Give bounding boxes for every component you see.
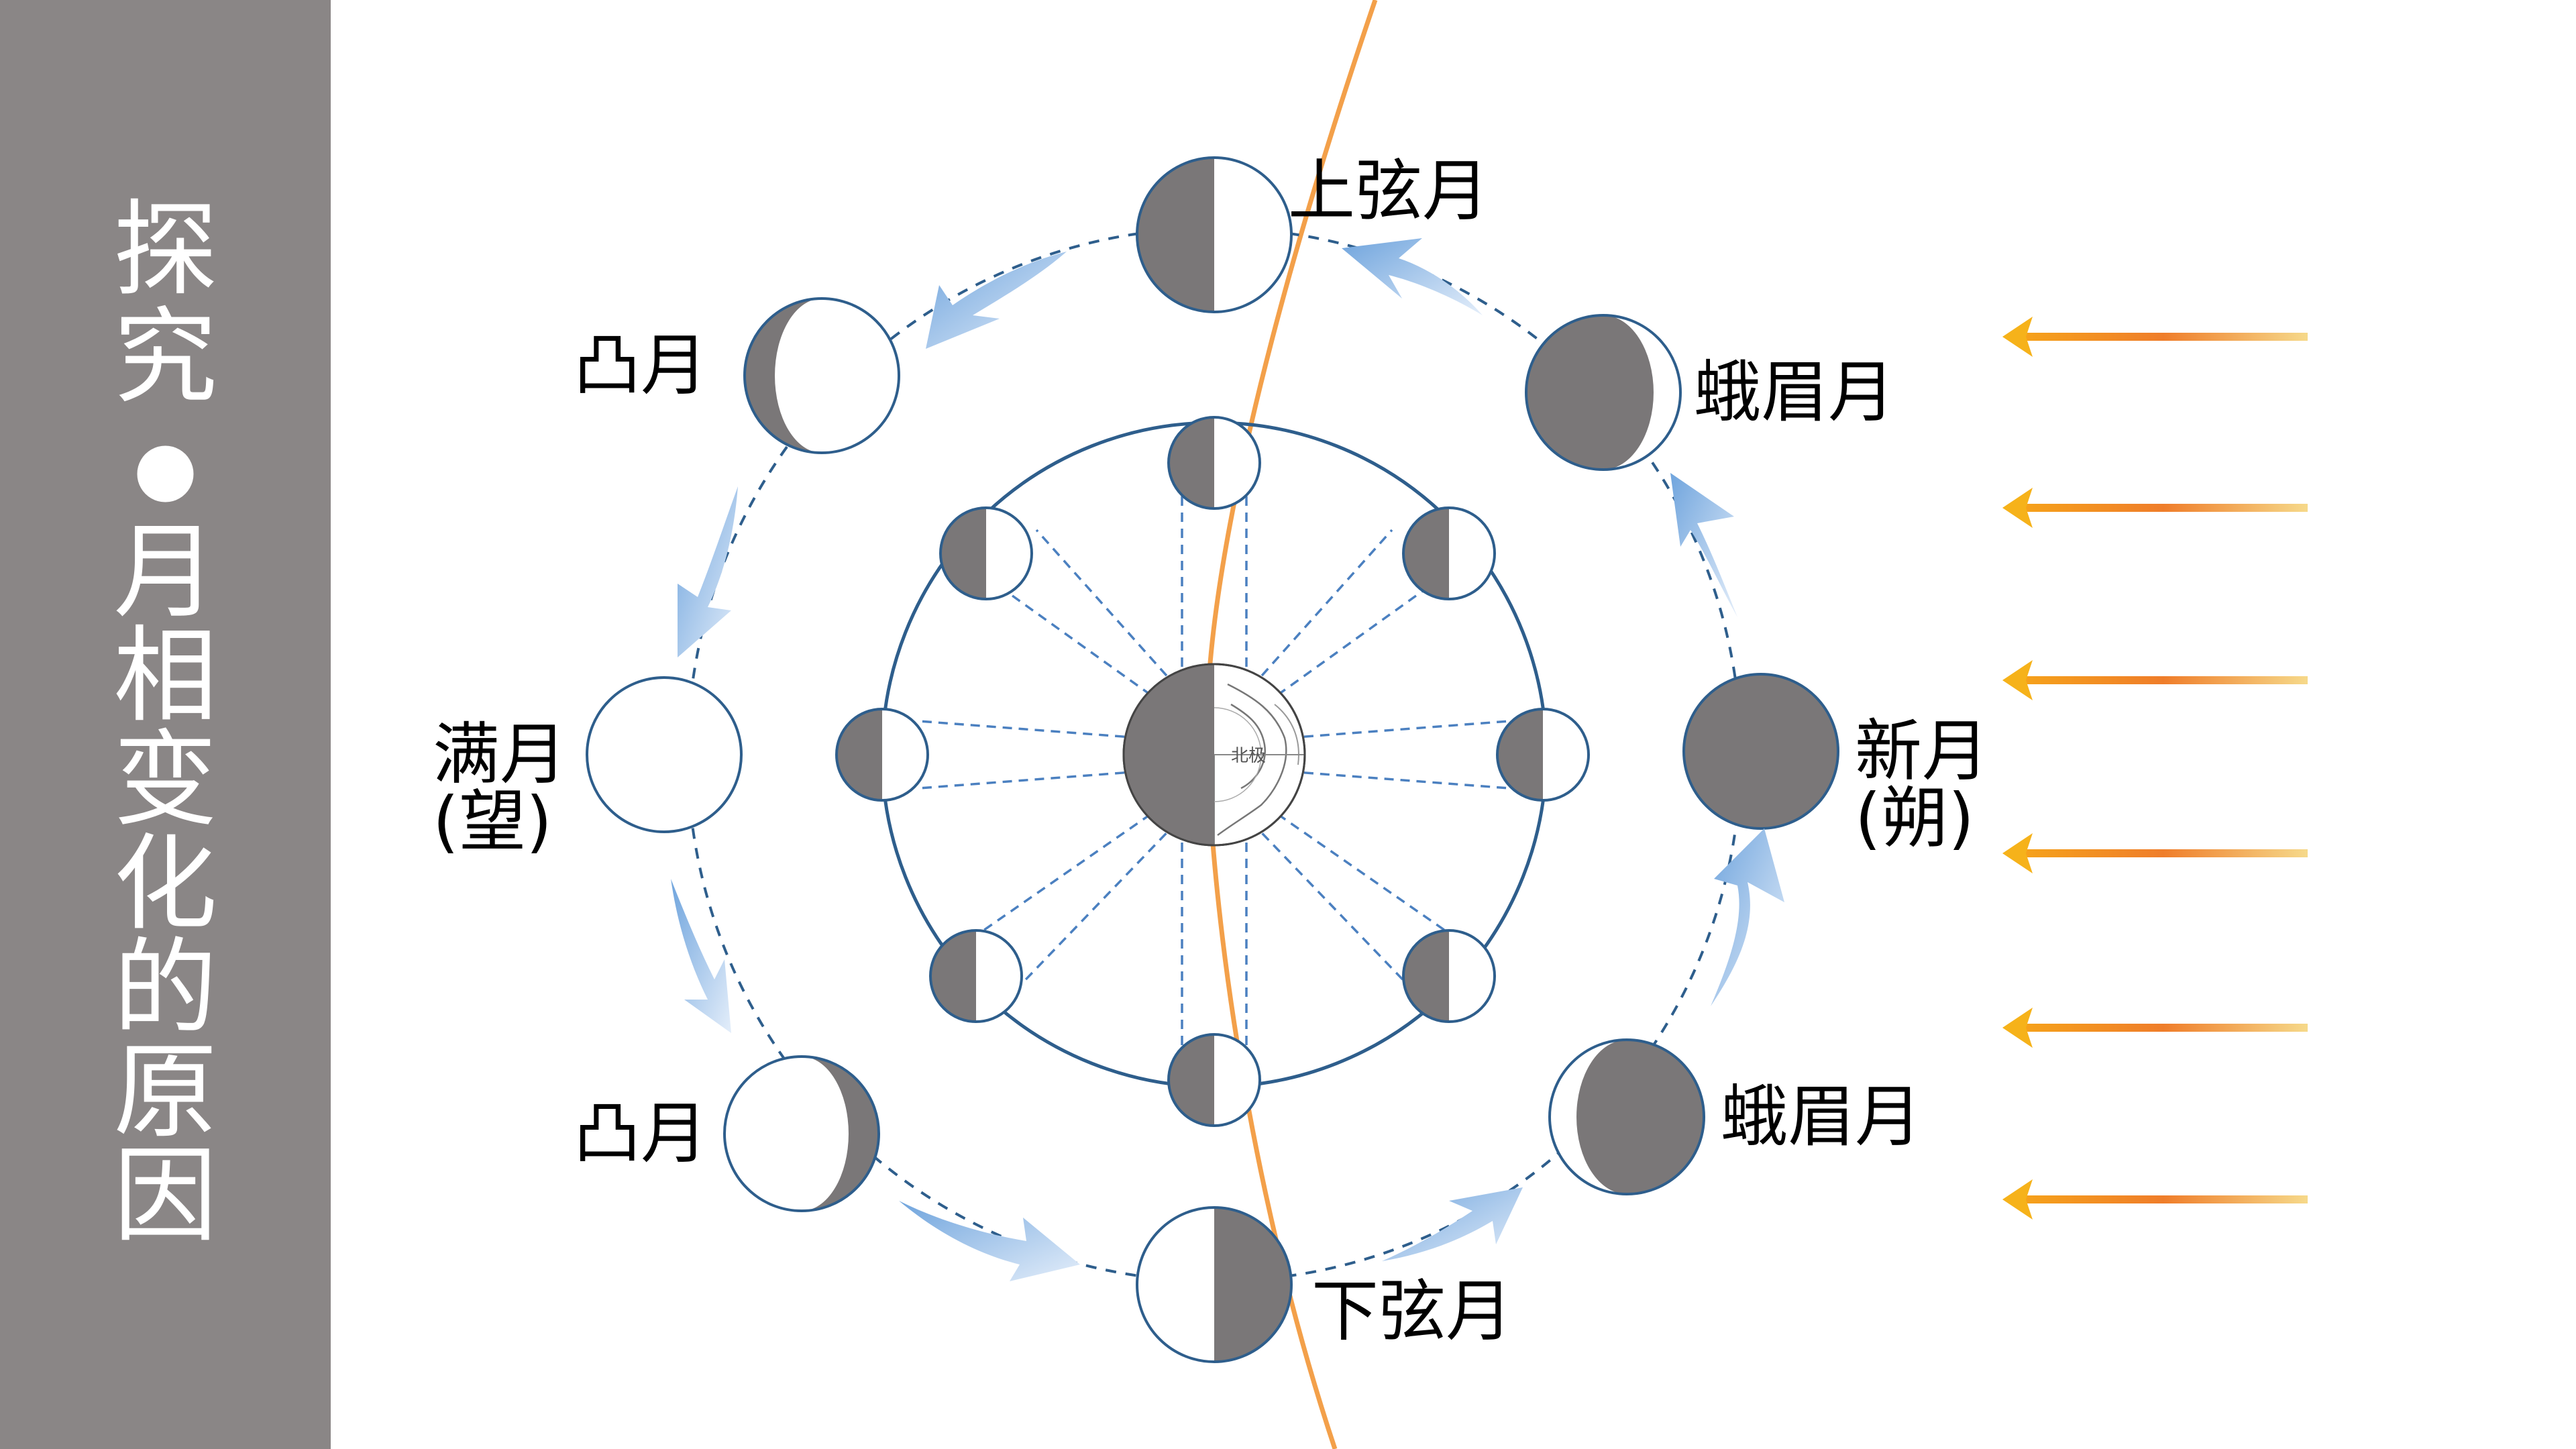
label-gibbous-upper: 凸月 [574, 326, 708, 405]
inner-moon [939, 506, 1033, 600]
inner-moons [835, 416, 1590, 1127]
label-full-moon-sub: (望) [433, 782, 553, 861]
label-waxing-crescent: 蛾眉月 [1694, 353, 1895, 431]
title-char: 因 [113, 1135, 217, 1256]
orbit-arrow [678, 486, 738, 657]
sunlight-arrow [2002, 1179, 2308, 1220]
title-char: 月 [113, 511, 217, 633]
sidebar: 探 究 ● 月 相 变 化 的 原 因 [0, 0, 331, 1449]
inner-moon [1402, 506, 1496, 600]
sunlight-arrow [2002, 488, 2308, 528]
title-char: 究 [113, 297, 217, 418]
inner-moon [1167, 416, 1261, 510]
orbit-arrow [926, 252, 1067, 349]
orbit-arrow [671, 879, 731, 1033]
sunlight-arrow [2002, 833, 2308, 873]
title-char: 探 [113, 189, 217, 311]
moon-crescent-upper [1525, 314, 1682, 471]
label-gibbous-lower: 凸月 [574, 1094, 708, 1173]
earth: 北极 [1122, 663, 1306, 847]
label-full-moon: 满月 (望) [433, 721, 567, 855]
orbit-arrow [1711, 828, 1784, 1006]
moon-full [586, 676, 743, 833]
earth-label: 北极 [1231, 746, 1266, 766]
label-new-moon-sub: (朔) [1855, 779, 1975, 857]
label-waning-crescent: 蛾眉月 [1721, 1077, 1922, 1156]
label-new-moon: 新月 (朔) [1855, 718, 1989, 852]
orbit-arrow [1382, 1187, 1523, 1261]
orbit-arrow [899, 1201, 1080, 1281]
orbit-direction-arrows [671, 238, 1784, 1281]
outer-moons [586, 156, 1839, 1363]
moon-new [1682, 673, 1839, 830]
sunlight-arrows [2002, 317, 2308, 1220]
sidebar-title: 探 究 ● 月 相 变 化 的 原 因 [0, 0, 331, 1449]
label-new-moon-main: 新月 [1855, 712, 1989, 790]
title-char: 原 [113, 1031, 217, 1152]
moon-crescent-lower [1548, 1038, 1705, 1195]
sunlight-arrow [2002, 660, 2308, 700]
title-bullet: ● [133, 425, 198, 511]
moon-first-quarter [1136, 156, 1293, 313]
title-char: 的 [113, 927, 217, 1049]
inner-moon [929, 929, 1023, 1023]
inner-moon [835, 708, 929, 802]
moon-last-quarter [1136, 1206, 1293, 1363]
sunlight-arrow [2002, 317, 2308, 357]
title-char: 变 [113, 719, 217, 841]
orbit-arrow [1670, 473, 1737, 617]
sunlight-arrow [2002, 1008, 2308, 1048]
label-last-quarter: 下弦月 [1311, 1272, 1513, 1350]
moon-gibbous-lower [723, 1055, 880, 1212]
moon-gibbous-upper [743, 297, 900, 454]
orbit-arrow [1342, 238, 1483, 315]
title-char: 化 [113, 823, 217, 945]
label-full-moon-main: 满月 [433, 715, 567, 794]
label-first-quarter: 上弦月 [1288, 152, 1489, 230]
inner-moon [1167, 1033, 1261, 1127]
inner-moon [1496, 708, 1590, 802]
inner-moon [1402, 929, 1496, 1023]
title-char: 相 [113, 615, 217, 737]
